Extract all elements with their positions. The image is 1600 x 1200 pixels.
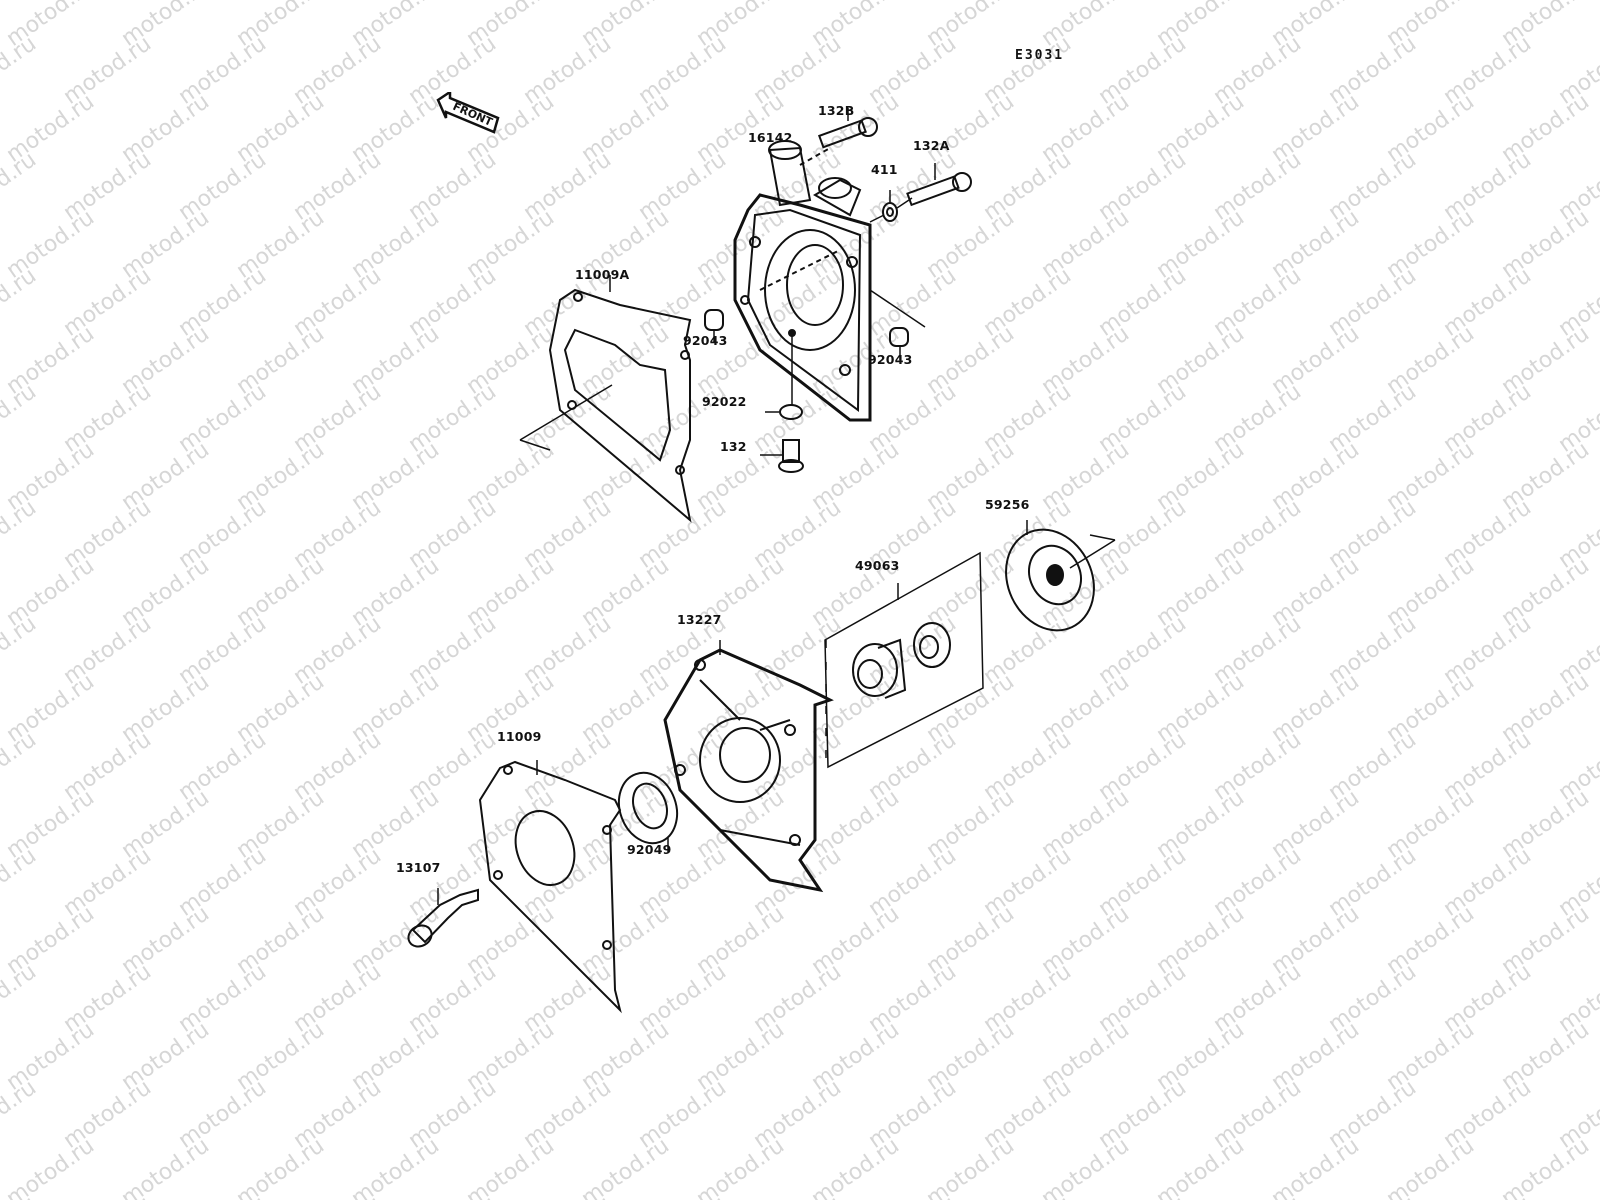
part-label-59256: 59256 [985, 497, 1030, 512]
upper-housing [733, 140, 872, 422]
lower-housing-13227 [663, 640, 834, 893]
washer-92022 [765, 329, 803, 420]
front-arrow-icon: FRONT [436, 89, 500, 134]
part-label-132A: 132A [913, 138, 950, 153]
front-direction-arrow: FRONT [436, 89, 504, 140]
part-label-92043: 92043 [683, 333, 728, 348]
part-label-92049: 92049 [627, 842, 672, 857]
part-label-132B: 132B [818, 103, 855, 118]
part-label-11009A: 11009A [575, 267, 630, 282]
dowel-92043-right [869, 289, 926, 360]
part-label-92022: 92022 [702, 394, 747, 409]
bolt-132A [906, 163, 972, 207]
part-label-11009: 11009 [497, 729, 542, 744]
seal-kit-49063 [824, 551, 984, 769]
bolt-132B [817, 108, 878, 149]
impeller-59256 [1005, 520, 1116, 632]
part-label-92043: 92043 [868, 352, 913, 367]
dowel-92043-left [704, 309, 724, 343]
bolt-132 [760, 439, 804, 473]
washer-411 [869, 190, 913, 223]
part-label-13107: 13107 [396, 860, 441, 875]
part-label-16142: 16142 [748, 130, 793, 145]
part-label-13227: 13227 [677, 612, 722, 627]
part-label-411: 411 [871, 162, 898, 177]
gasket-11009A [519, 275, 692, 523]
diagram-code: E3031 [1015, 48, 1065, 63]
shaft-13107 [407, 888, 479, 948]
part-label-49063: 49063 [855, 558, 900, 573]
part-label-132: 132 [720, 439, 747, 454]
gasket-11009 [478, 760, 622, 1014]
front-label: FRONT [451, 100, 495, 129]
oil-seal-92049 [617, 771, 679, 852]
